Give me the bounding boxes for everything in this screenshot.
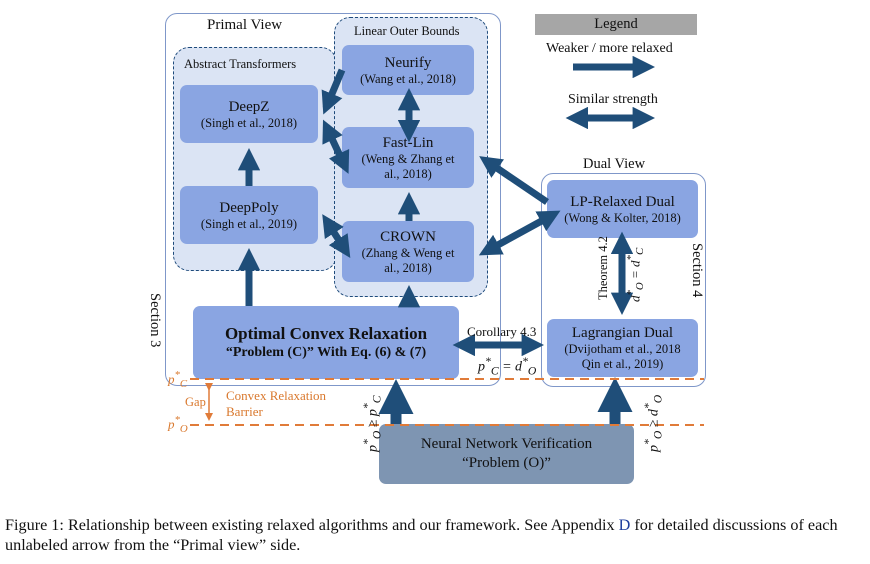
verification-title: Neural Network Verification (420, 436, 593, 452)
fastlin-cite-1: (Weng & Zhang et (361, 151, 455, 166)
lp-relaxed-dual-box: LP-Relaxed Dual (Wong & Kolter, 2018) (547, 180, 698, 238)
primal-view-title: Primal View (207, 17, 283, 33)
dual-inequality-label: p*O ≥ d*O (642, 394, 665, 452)
section-4-label: Section 4 (689, 243, 705, 298)
lagrangian-dual-cite-2: Qin et al., 2019) (581, 357, 664, 371)
arrow-lpdual-crown (478, 210, 561, 256)
crown-name: CROWN (380, 228, 436, 245)
lagrangian-dual-name: Lagrangian Dual (571, 325, 674, 341)
deepz-cite: (Singh et al., 2018) (200, 115, 298, 130)
crown-box: CROWN (Zhang & Weng et al., 2018) (342, 221, 474, 282)
deeppoly-cite: (Singh et al., 2019) (200, 216, 298, 231)
legend-title-bar: Legend (535, 14, 697, 35)
appendix-link[interactable]: D (618, 516, 631, 534)
legend-similar-label: Similar strength (568, 92, 658, 107)
barrier-label-2: Barrier (226, 404, 263, 419)
lp-relaxed-dual-name: LP-Relaxed Dual (570, 193, 675, 210)
theorem-equation: d*O = d*C (625, 247, 646, 302)
fastlin-name: Fast-Lin (382, 134, 434, 151)
lagrangian-dual-cite-1: (Dvijotham et al., 2018 (564, 342, 681, 356)
arrow-crown-deeppoly (322, 214, 351, 258)
lp-relaxed-dual-cite: (Wong & Kolter, 2018) (564, 210, 681, 225)
barrier-label-1: Convex Relaxation (226, 388, 327, 403)
corollary-label: Corollary 4.3 (467, 324, 537, 339)
abstract-transformers-title: Abstract Transformers (184, 57, 297, 71)
po-star-label: p*O (168, 414, 188, 435)
section-3-label: Section 3 (147, 293, 163, 348)
optimal-convex-relaxation-box: Optimal Convex Relaxation “Problem (C)” … (193, 306, 459, 379)
neurify-name: Neurify (384, 54, 432, 71)
deeppoly-name: DeepPoly (219, 199, 279, 216)
deeppoly-box: DeepPoly (Singh et al., 2019) (180, 186, 318, 244)
caption-part-1: Figure 1: Relationship between existing … (5, 516, 619, 534)
verification-subtitle: “Problem (O)” (462, 455, 551, 471)
crown-cite-2: al., 2018) (384, 260, 432, 275)
deepz-box: DeepZ (Singh et al., 2018) (180, 85, 318, 143)
figure-caption: Figure 1: Relationship between existing … (5, 515, 867, 555)
dual-view-title: Dual View (583, 156, 646, 172)
legend-weaker-label: Weaker / more relaxed (546, 41, 673, 56)
legend-title: Legend (594, 16, 638, 32)
neurify-cite: (Wang et al., 2018) (360, 71, 456, 86)
optimal-convex-relaxation-title: Optimal Convex Relaxation (224, 324, 428, 343)
neural-network-verification-box: Neural Network Verification “Problem (O)… (379, 424, 634, 484)
neurify-box: Neurify (Wang et al., 2018) (342, 45, 474, 95)
optimal-convex-relaxation-subtitle: “Problem (C)” With Eq. (6) & (7) (225, 345, 427, 360)
deepz-name: DeepZ (228, 98, 270, 115)
fastlin-cite-2: al., 2018) (384, 166, 432, 181)
arrow-lpdual-to-fastlin (479, 156, 549, 205)
gap-label: Gap (185, 395, 206, 409)
caption-part-2: for detailed discussions of each unlabel… (5, 516, 838, 554)
crown-cite-1: (Zhang & Weng et (361, 245, 455, 260)
pc-star-label: p*C (168, 369, 188, 390)
corollary-equation: p*C = d*O (478, 355, 537, 378)
arrow-neurify-to-deepz (321, 68, 346, 115)
lagrangian-dual-box: Lagrangian Dual (Dvijotham et al., 2018 … (547, 319, 698, 377)
linear-outer-bounds-title: Linear Outer Bounds (354, 24, 460, 38)
arrow-fastlin-deepz (322, 119, 350, 174)
theorem-label: Theorem 4.2 (596, 236, 610, 300)
primal-inequality-label: p*O ≥ p*C (361, 395, 384, 452)
